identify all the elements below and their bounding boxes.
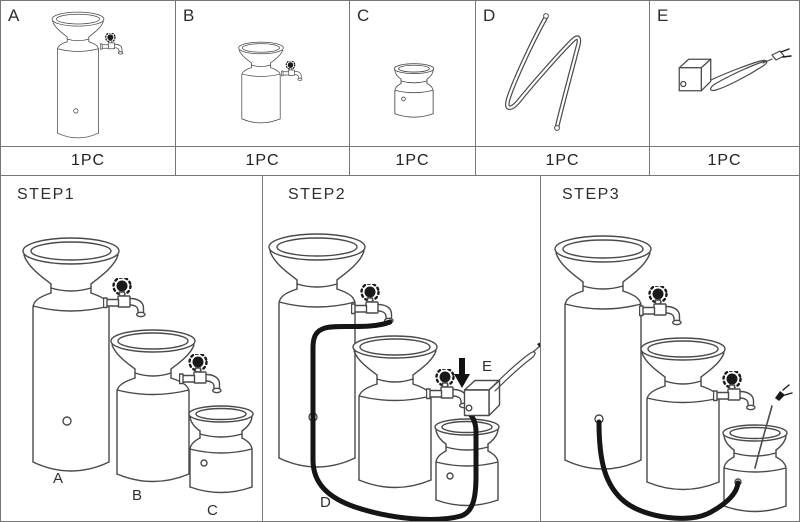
step2-label-d: D (320, 494, 331, 511)
part-qty-c: 1PC (350, 147, 476, 175)
step3-illustration (554, 235, 793, 521)
part-label-d: D (483, 6, 496, 25)
step1-label-b: B (132, 487, 143, 504)
part-label-b: B (183, 6, 195, 25)
step1-label-c: C (207, 502, 218, 519)
part-label-a: A (8, 6, 20, 25)
part-label-c: C (357, 6, 370, 25)
step3-panel: STEP3 (541, 176, 799, 521)
part-qty-b: 1PC (176, 147, 350, 175)
part-a-illustration (51, 11, 124, 139)
part-d-illustration (505, 13, 582, 131)
step3-title: STEP3 (562, 186, 621, 203)
part-qty-d: 1PC (476, 147, 650, 175)
part-qty-a: 1PC (1, 147, 176, 175)
step1-illustration (22, 237, 254, 494)
step2-panel: STEP2 D E (263, 176, 541, 521)
part-cell-b: B (176, 1, 350, 146)
step2-title: STEP2 (288, 186, 347, 203)
part-cell-a: A (1, 1, 176, 146)
step1-title: STEP1 (17, 186, 76, 203)
part-e-illustration (678, 48, 792, 92)
steps-row: STEP1 A B C STEP2 D E (1, 176, 799, 521)
part-cell-c: C (350, 1, 476, 146)
step2-illustration (268, 233, 540, 521)
part-cell-d: D (476, 1, 650, 146)
part-b-illustration (238, 41, 303, 124)
step1-label-a: A (53, 470, 64, 487)
part-qty-e: 1PC (707, 152, 742, 169)
qty-row: 1PC 1PC 1PC 1PC 1PC (1, 147, 799, 176)
parts-table: A B C D (1, 1, 799, 147)
part-label-e: E (657, 6, 669, 25)
part-cell-e: E (650, 1, 799, 146)
step1-panel: STEP1 A B C (1, 176, 263, 521)
step2-label-e: E (482, 358, 493, 375)
part-c-illustration (393, 63, 435, 118)
